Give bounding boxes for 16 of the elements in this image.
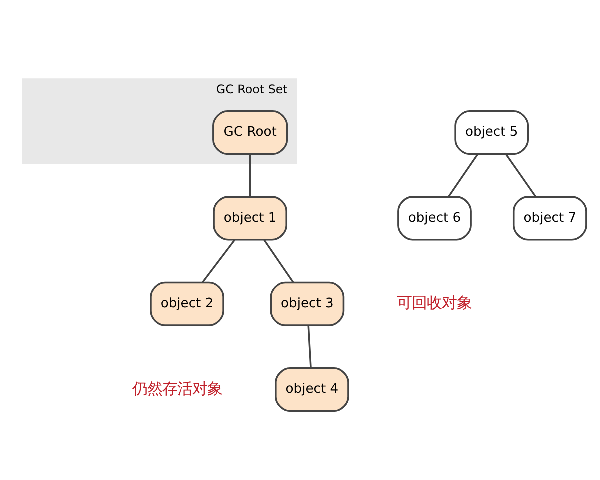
node-box: object 3: [270, 281, 345, 326]
node-box: object 4: [275, 367, 350, 412]
node-box: object 5: [454, 110, 530, 155]
connector: [308, 325, 312, 368]
node-box: object 7: [512, 196, 588, 240]
connector: [202, 239, 236, 283]
connector: [506, 154, 537, 197]
node-box: GC Root: [212, 110, 288, 155]
connector: [249, 154, 252, 196]
node-box: object 6: [398, 196, 472, 240]
node-box: object 2: [150, 281, 224, 326]
node-box: object 1: [213, 196, 288, 240]
connector: [448, 154, 478, 197]
connector: [264, 239, 294, 283]
label: 仍然存活对象: [132, 379, 223, 398]
label: 可回收对象: [397, 294, 472, 312]
